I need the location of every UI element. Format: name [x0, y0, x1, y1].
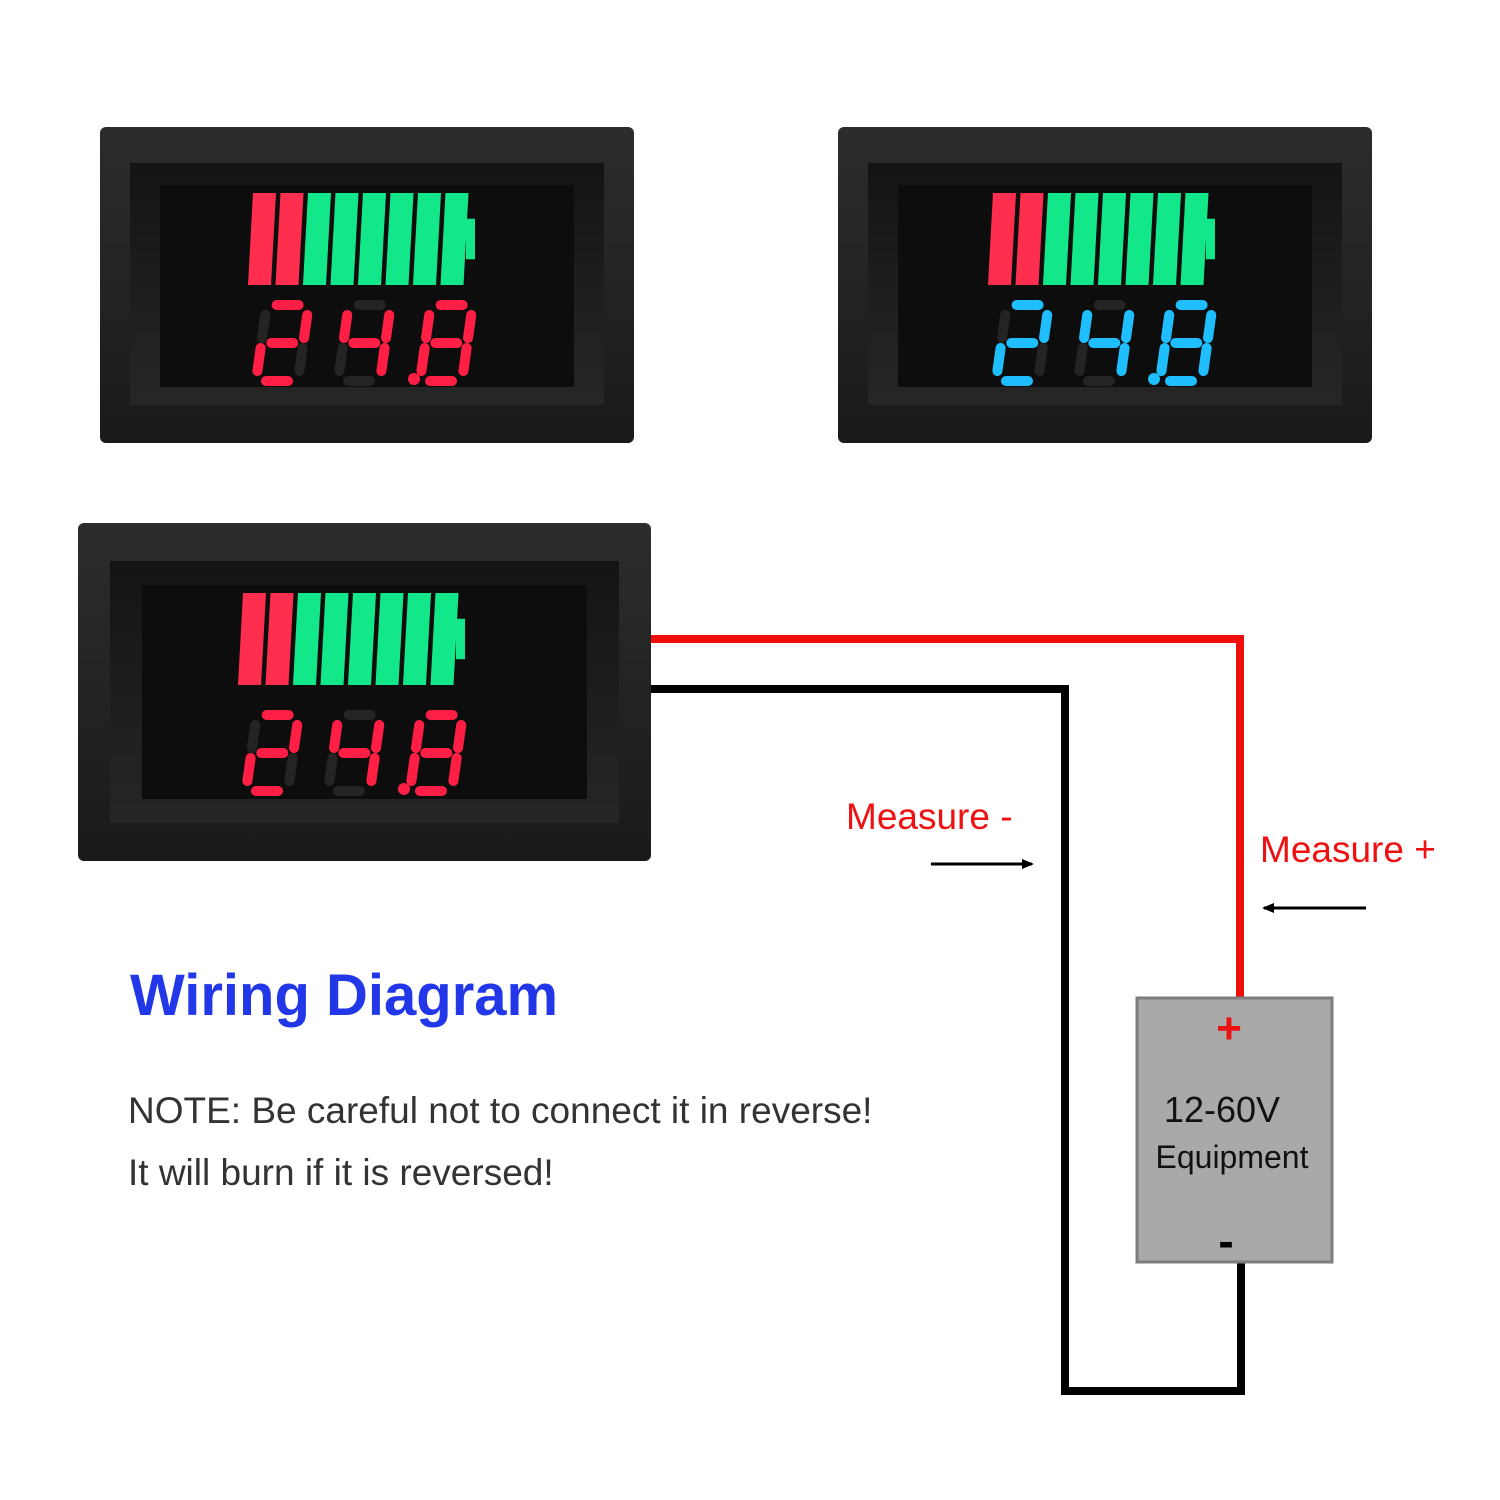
segment-e — [252, 343, 266, 376]
battery-bar — [1043, 193, 1071, 285]
segment-c — [458, 343, 472, 376]
segment-f — [1161, 310, 1175, 343]
segment-e — [406, 753, 420, 786]
segment-c — [376, 343, 390, 376]
equipment-box — [1135, 996, 1334, 1264]
battery-bar — [330, 193, 359, 285]
battery-bar — [1098, 193, 1126, 285]
battery-icon — [238, 593, 465, 685]
positive-wire — [651, 635, 1244, 998]
battery-bar — [265, 593, 294, 685]
battery-bar — [430, 593, 459, 685]
decimal-point — [1148, 373, 1160, 385]
battery-bar — [1153, 193, 1181, 285]
segment-f — [997, 310, 1011, 343]
segment-b — [1039, 310, 1053, 343]
segment-f — [1079, 310, 1093, 343]
segment-e — [242, 753, 256, 786]
segment-c — [284, 753, 298, 786]
segment-f — [339, 310, 353, 343]
battery-bar — [1015, 193, 1044, 285]
segment-f — [329, 720, 343, 753]
segment-e — [1156, 343, 1170, 376]
meter-top-right — [838, 127, 1372, 443]
battery-bar — [275, 193, 304, 285]
decimal-point — [408, 373, 420, 385]
battery-terminal — [466, 218, 475, 260]
equipment-minus-symbol: - — [1218, 1215, 1233, 1267]
segment-f — [411, 720, 425, 753]
battery-bar — [348, 593, 376, 685]
equipment-voltage: 12-60V — [1164, 1089, 1280, 1130]
segment-c — [1116, 343, 1130, 376]
segment-f — [421, 310, 435, 343]
measure-negative-label: Measure - — [846, 796, 1013, 837]
measure-positive-label: Measure + — [1260, 829, 1436, 870]
segment-b — [453, 720, 467, 753]
segment-f — [257, 310, 271, 343]
segment-c — [366, 753, 380, 786]
battery-bar — [1125, 193, 1154, 285]
segment-e — [1074, 343, 1088, 376]
segment-b — [299, 310, 313, 343]
meter-top-left — [100, 127, 634, 443]
meter-reading — [242, 710, 467, 796]
segment-e — [334, 343, 348, 376]
battery-bar — [358, 193, 386, 285]
battery-bar — [385, 193, 414, 285]
battery-icon — [988, 193, 1215, 285]
segment-c — [294, 343, 308, 376]
segment-b — [463, 310, 477, 343]
battery-bar — [320, 593, 349, 685]
decimal-point — [398, 783, 410, 795]
segment-b — [289, 720, 303, 753]
battery-bar — [238, 593, 266, 685]
battery-bar — [375, 593, 404, 685]
segment-b — [1121, 310, 1135, 343]
note-line-1: NOTE: Be careful not to connect it in re… — [128, 1090, 872, 1131]
meter-wired — [78, 523, 651, 861]
segment-c — [1034, 343, 1048, 376]
segment-b — [1203, 310, 1217, 343]
battery-bar — [248, 193, 276, 285]
battery-icon — [248, 193, 475, 285]
page-title: Wiring Diagram — [130, 963, 558, 1028]
equipment-name: Equipment — [1156, 1139, 1309, 1175]
segment-c — [448, 753, 462, 786]
segment-e — [416, 343, 430, 376]
segment-e — [324, 753, 338, 786]
battery-bar — [440, 193, 469, 285]
segment-b — [371, 720, 385, 753]
battery-bar — [1070, 193, 1099, 285]
equipment-plus-symbol: + — [1216, 1004, 1242, 1053]
segment-b — [381, 310, 395, 343]
battery-bar — [1180, 193, 1209, 285]
segment-c — [1198, 343, 1212, 376]
battery-bar — [293, 593, 321, 685]
battery-terminal — [1206, 218, 1215, 260]
battery-bar — [413, 193, 441, 285]
segment-e — [992, 343, 1006, 376]
negative-wire — [651, 685, 1245, 1395]
meter-reading — [992, 300, 1217, 386]
battery-bar — [303, 193, 331, 285]
segment-f — [247, 720, 261, 753]
meter-reading — [252, 300, 477, 386]
battery-bar — [988, 193, 1016, 285]
note-line-2: It will burn if it is reversed! — [128, 1152, 554, 1193]
battery-bar — [403, 593, 431, 685]
battery-terminal — [456, 618, 465, 660]
